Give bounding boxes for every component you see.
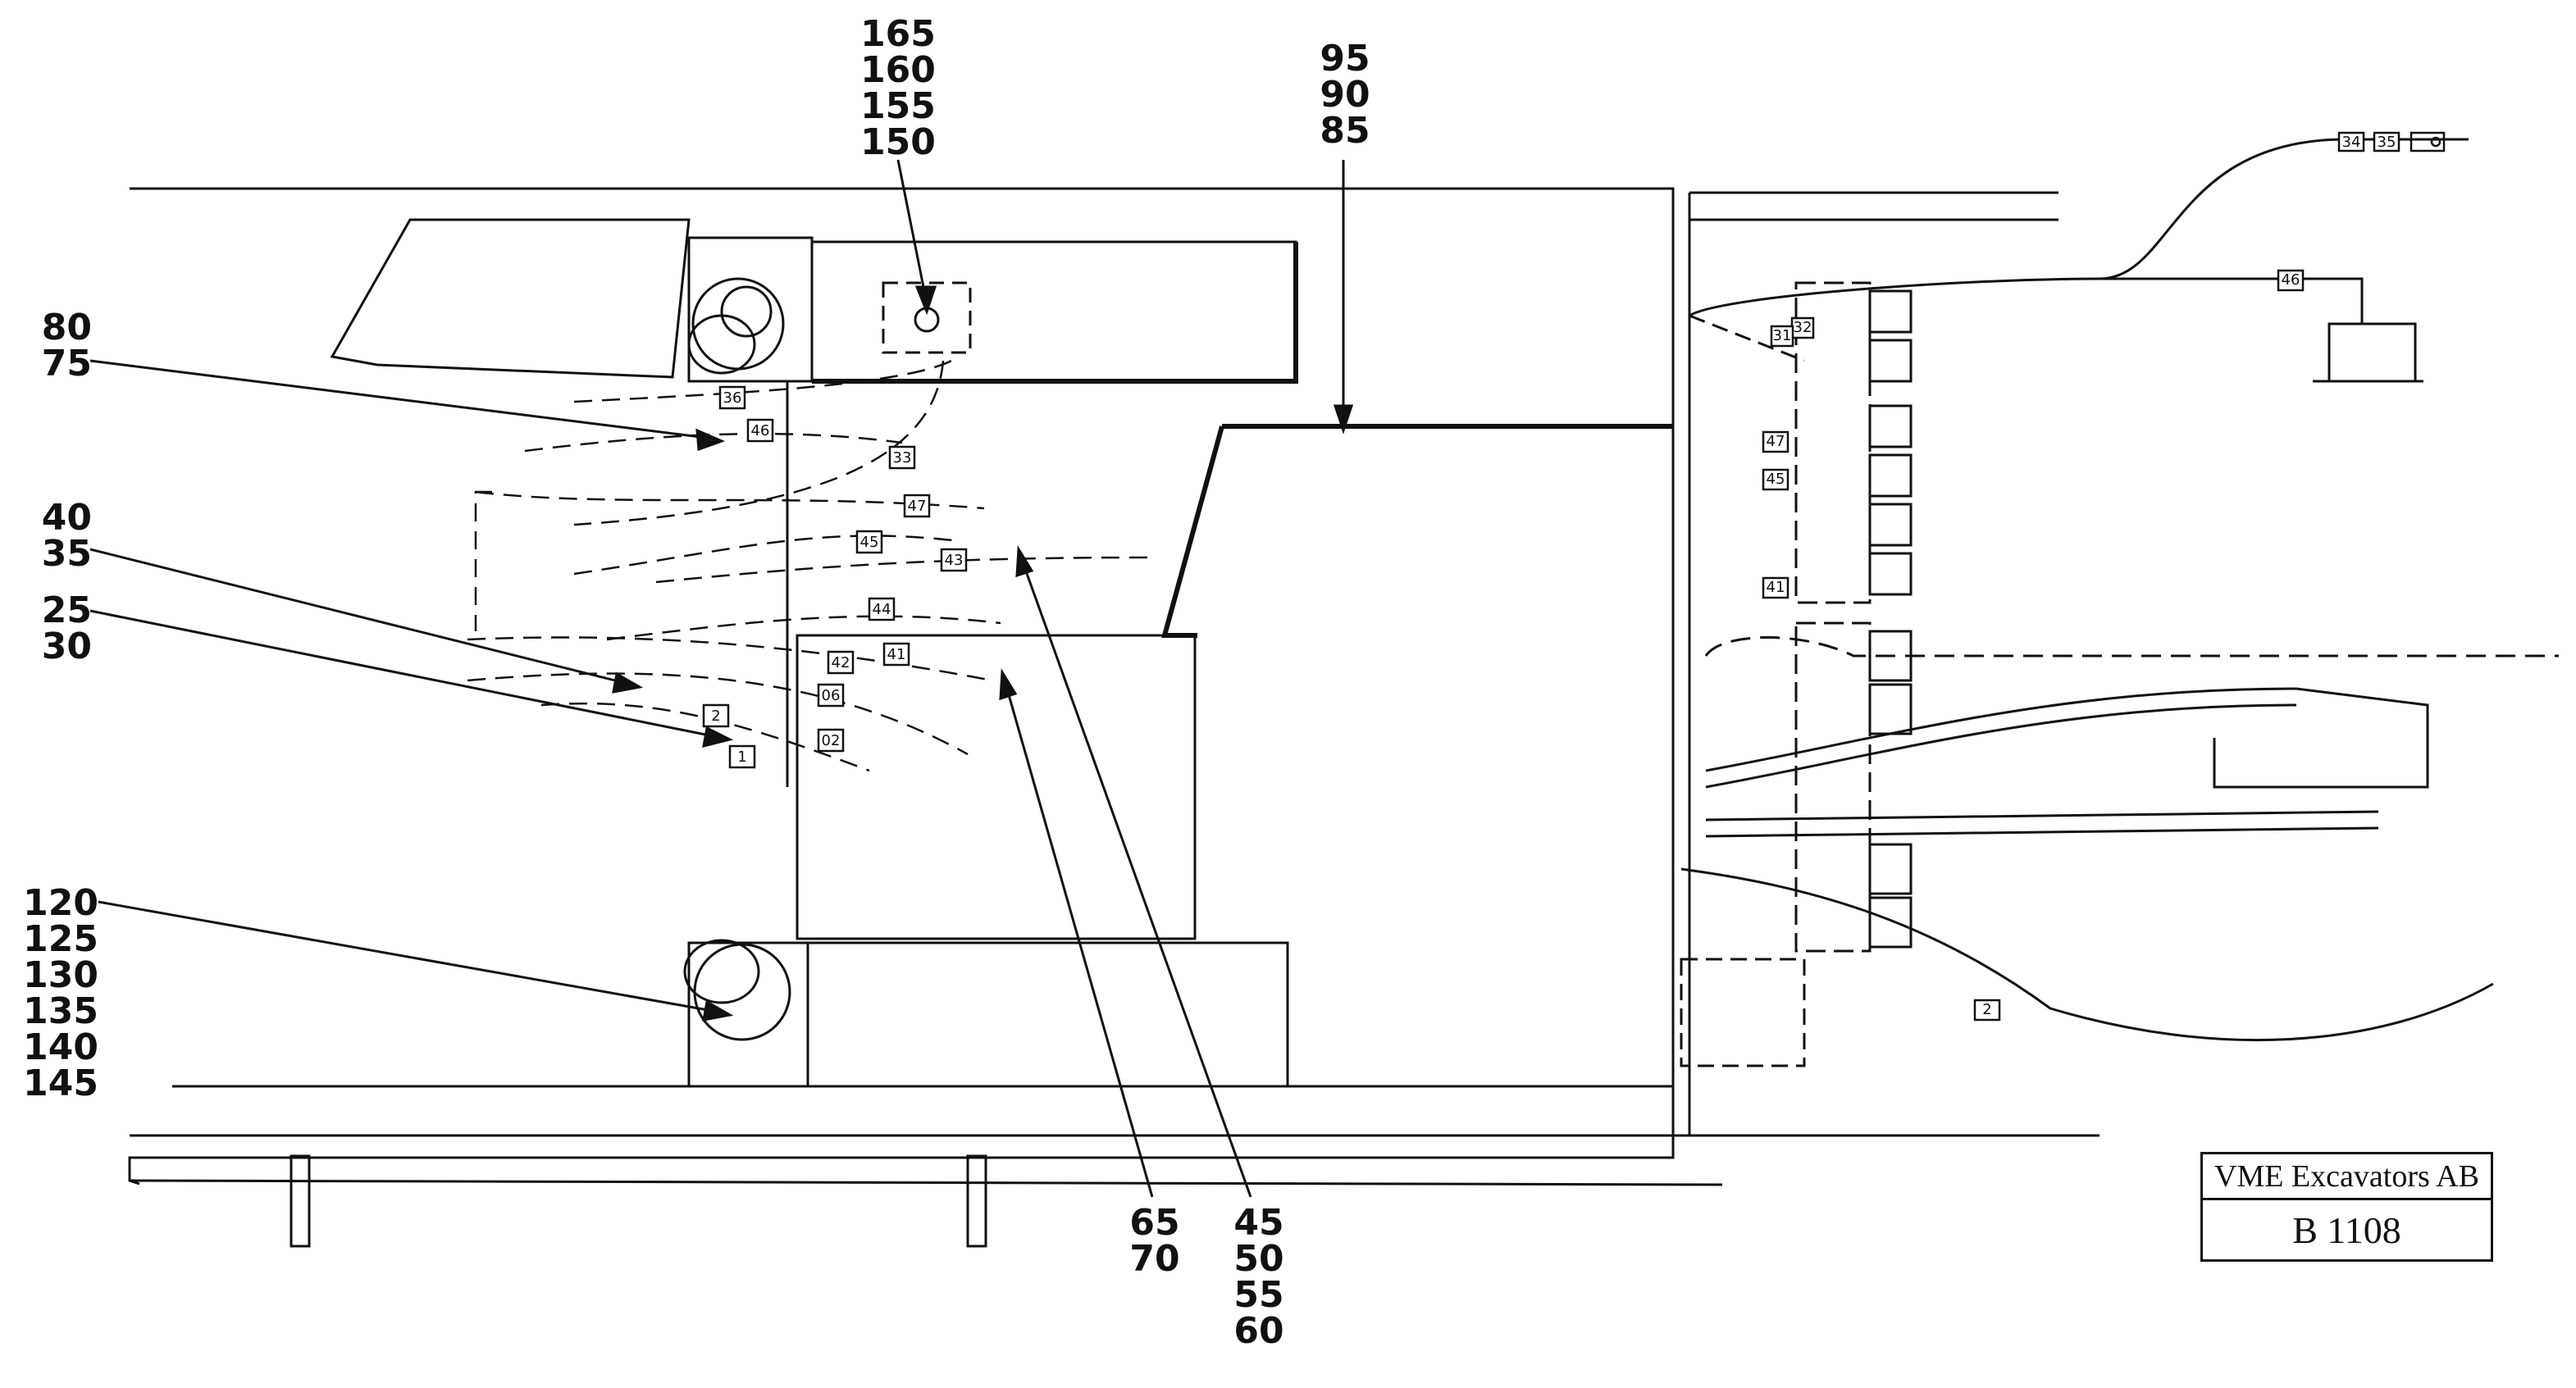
wire-tag: 47 [1762,430,1790,453]
foot-left [290,1154,311,1248]
dashed-box-top [882,281,972,354]
svg-text:34: 34 [2342,134,2361,151]
svg-text:02: 02 [822,732,841,749]
wire-tag: 46 [2277,269,2305,292]
cab-outline [128,187,1675,1185]
bottom-rail-2 [129,1179,1723,1186]
wire-tag: 36 [718,385,746,410]
svg-text:41: 41 [1767,579,1785,596]
wire-tag: 31 [1770,325,1794,348]
wire-tag: 02 [817,728,845,753]
wire-tag: 45 [1762,468,1790,491]
svg-text:36: 36 [723,389,742,407]
wire-tag: 32 [1790,316,1815,339]
wire-tag: 1 [728,744,756,769]
svg-text:31: 31 [1773,327,1792,344]
svg-text:47: 47 [1767,433,1785,450]
svg-text:46: 46 [751,422,770,439]
wire-tag: 42 [827,650,855,675]
svg-text:41: 41 [887,646,906,663]
svg-text:44: 44 [873,601,891,618]
wire-tag: 44 [868,597,896,621]
wire-tag: 06 [817,683,845,708]
svg-text:45: 45 [860,534,879,551]
joystick-bottom [693,943,791,1041]
svg-text:32: 32 [1794,319,1812,336]
relay-box [2328,322,2417,383]
wire-tag: 46 [746,418,774,443]
joystick-top [691,277,785,371]
main-block [812,242,1673,638]
wire-tag: 2 [702,703,730,728]
svg-text:47: 47 [908,498,927,515]
company-name: VME Excavators AB [2203,1154,2491,1200]
svg-text:46: 46 [2282,271,2300,289]
svg-text:35: 35 [2378,134,2396,151]
wire-tag: 45 [855,530,883,554]
wire-tag: 41 [882,642,910,667]
svg-text:2: 2 [1982,1001,1991,1018]
small-box-lower [1680,958,1806,1067]
svg-text:1: 1 [737,749,746,766]
left-console [330,218,691,379]
fuse-panel-bottom [1794,621,1872,953]
svg-text:42: 42 [832,654,850,671]
terminal-plug [2410,131,2446,152]
wire-tag: 35 [2373,131,2400,152]
drawing-number: B 1108 [2292,1209,2401,1251]
wire-tag: 33 [888,445,916,470]
svg-text:45: 45 [1767,471,1785,488]
svg-text:43: 43 [945,552,964,569]
wire-tag: 2 [1973,999,2001,1022]
foot-right [966,1154,987,1248]
svg-text:06: 06 [822,687,841,704]
lower-box [796,634,1197,940]
wire-tag: 47 [903,494,931,518]
title-block: VME Excavators AB B 1108 [2200,1152,2493,1262]
svg-text:33: 33 [893,449,912,466]
lower-console [687,941,1289,1088]
svg-text:2: 2 [711,708,720,725]
wire-tag: 43 [940,548,968,572]
wire-tag: 34 [2337,131,2365,152]
wire-tag: 41 [1762,576,1790,599]
